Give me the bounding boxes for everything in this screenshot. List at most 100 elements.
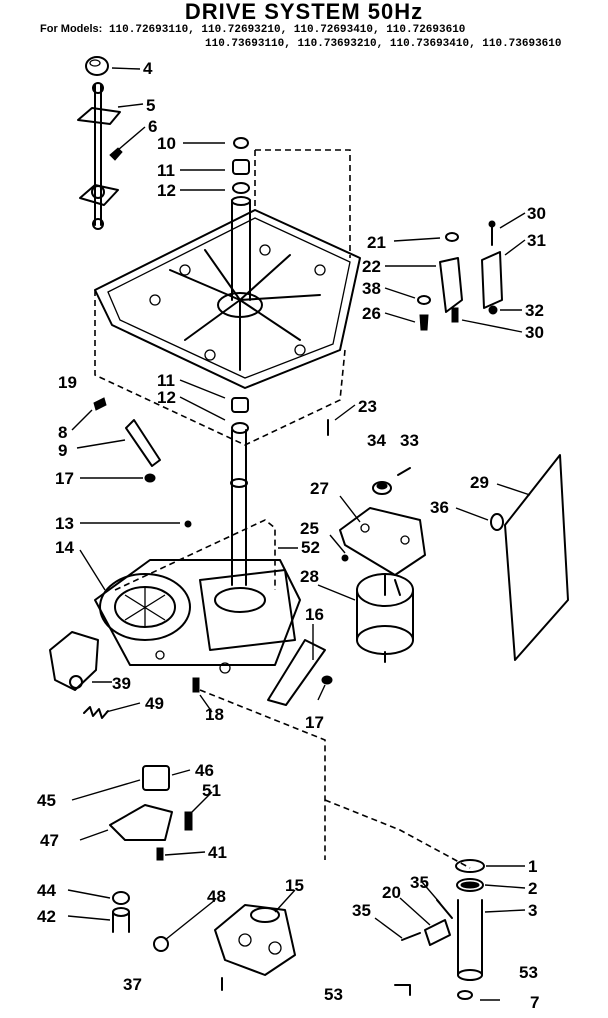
callout-13: 13 — [55, 514, 74, 533]
part-26-screw — [419, 314, 429, 331]
part-9-link — [125, 419, 161, 467]
callout-36: 36 — [430, 498, 449, 517]
part-30-screw-lower — [451, 307, 459, 323]
part-1-cap — [455, 859, 485, 873]
callout-19: 19 — [58, 373, 77, 392]
part-17-nut-right — [321, 675, 333, 685]
part-46-relay — [142, 765, 170, 791]
part-18-screw — [192, 677, 200, 693]
part-8-screw — [93, 397, 107, 411]
callout-8: 8 — [58, 423, 67, 442]
callout-45: 45 — [37, 791, 56, 810]
callout-12-lower: 12 — [157, 388, 176, 407]
callout-26: 26 — [362, 304, 381, 323]
part-5-bracket-assembly — [77, 82, 121, 230]
part-21-nut — [445, 232, 459, 242]
callout-28: 28 — [300, 567, 319, 586]
callout-3: 3 — [528, 901, 537, 920]
callout-35-lower: 35 — [352, 901, 371, 920]
part-53-clamp-lower-mid — [394, 984, 411, 996]
part-42-bushing — [112, 907, 130, 933]
callout-labels: 4 5 6 10 11 12 21 22 38 26 30 31 32 30 1… — [37, 59, 546, 1012]
callout-37: 37 — [123, 975, 142, 994]
callout-11-upper: 11 — [157, 161, 175, 180]
part-30-screw-top — [488, 220, 496, 246]
part-34-grommet — [372, 481, 392, 495]
callout-38: 38 — [362, 279, 381, 298]
part-4-cap — [85, 56, 109, 76]
callout-51: 51 — [202, 781, 221, 800]
part-29-panel — [504, 454, 569, 661]
callout-25: 25 — [300, 519, 319, 538]
callout-22: 22 — [362, 257, 381, 276]
callout-46: 46 — [195, 761, 214, 780]
models-label: For Models: — [40, 23, 103, 35]
callout-21: 21 — [367, 233, 386, 252]
callout-30-upper: 30 — [527, 204, 546, 223]
callout-10: 10 — [157, 134, 176, 153]
callout-18: 18 — [205, 705, 224, 724]
models-line-1: 110.72693110, 110.72693210, 110.72693410… — [108, 24, 466, 36]
part-19-base-plate — [94, 149, 361, 446]
models-line-2: 110.73693110, 110.73693210, 110.73693410… — [205, 38, 562, 50]
callout-31: 31 — [527, 231, 546, 250]
callout-48: 48 — [207, 887, 226, 906]
callout-35-upper: 35 — [410, 873, 429, 892]
callout-11-lower: 11 — [157, 371, 175, 390]
leader-lines — [67, 67, 531, 1001]
callout-41: 41 — [208, 843, 227, 862]
part-27-motor-bracket — [339, 507, 426, 576]
callout-53-mid: 53 — [324, 985, 343, 1004]
part-16-arm — [267, 639, 326, 706]
callout-17-left: 17 — [55, 469, 74, 488]
part-13-pin — [184, 520, 192, 528]
callout-34: 34 — [367, 431, 386, 450]
callout-53-right: 53 — [519, 963, 538, 982]
center-shaft-upper — [231, 196, 251, 301]
callout-20: 20 — [382, 883, 401, 902]
part-14-transmission — [94, 429, 301, 674]
callout-27: 27 — [310, 479, 329, 498]
callout-30-lower: 30 — [525, 323, 544, 342]
part-6-screw — [109, 147, 123, 161]
part-44-cap — [112, 891, 130, 905]
callout-33: 33 — [400, 431, 419, 450]
part-22-bracket — [439, 257, 463, 313]
page-title: DRIVE SYSTEM 50Hz — [184, 0, 424, 24]
part-7-hose — [457, 990, 473, 1000]
part-36-clip — [490, 513, 504, 531]
callout-52: 52 — [301, 538, 320, 557]
callout-2: 2 — [528, 879, 537, 898]
callout-16: 16 — [305, 605, 324, 624]
callout-42: 42 — [37, 907, 56, 926]
part-32-nut — [488, 305, 498, 315]
callout-49: 49 — [145, 694, 164, 713]
part-49-spring — [83, 706, 109, 719]
part-25-screw — [341, 554, 349, 562]
callout-39: 39 — [112, 674, 131, 693]
callout-12-upper: 12 — [157, 181, 176, 200]
callout-9: 9 — [58, 441, 67, 460]
callout-15: 15 — [285, 876, 304, 895]
part-2-seal — [456, 878, 484, 892]
callout-32: 32 — [525, 301, 544, 320]
part-33-clip — [397, 467, 411, 476]
callout-14: 14 — [55, 538, 74, 557]
part-3-tube — [457, 899, 483, 981]
callout-47: 47 — [40, 831, 59, 850]
callout-6: 6 — [148, 117, 157, 136]
part-52-belt — [114, 519, 276, 591]
part-31-bracket — [481, 251, 503, 309]
callout-17-right: 17 — [305, 713, 324, 732]
callout-1: 1 — [528, 857, 537, 876]
dash-lead-transmission-to-pump — [199, 689, 471, 869]
model-list: For Models: 110.72693110, 110.72693210, … — [40, 22, 562, 51]
callout-23: 23 — [358, 397, 377, 416]
callout-7: 7 — [530, 993, 539, 1012]
part-39-switch — [49, 631, 99, 691]
part-20-coupling — [424, 919, 451, 946]
part-38-washer — [417, 295, 431, 305]
part-48-clamp — [153, 936, 169, 952]
part-28-motor — [356, 573, 414, 663]
